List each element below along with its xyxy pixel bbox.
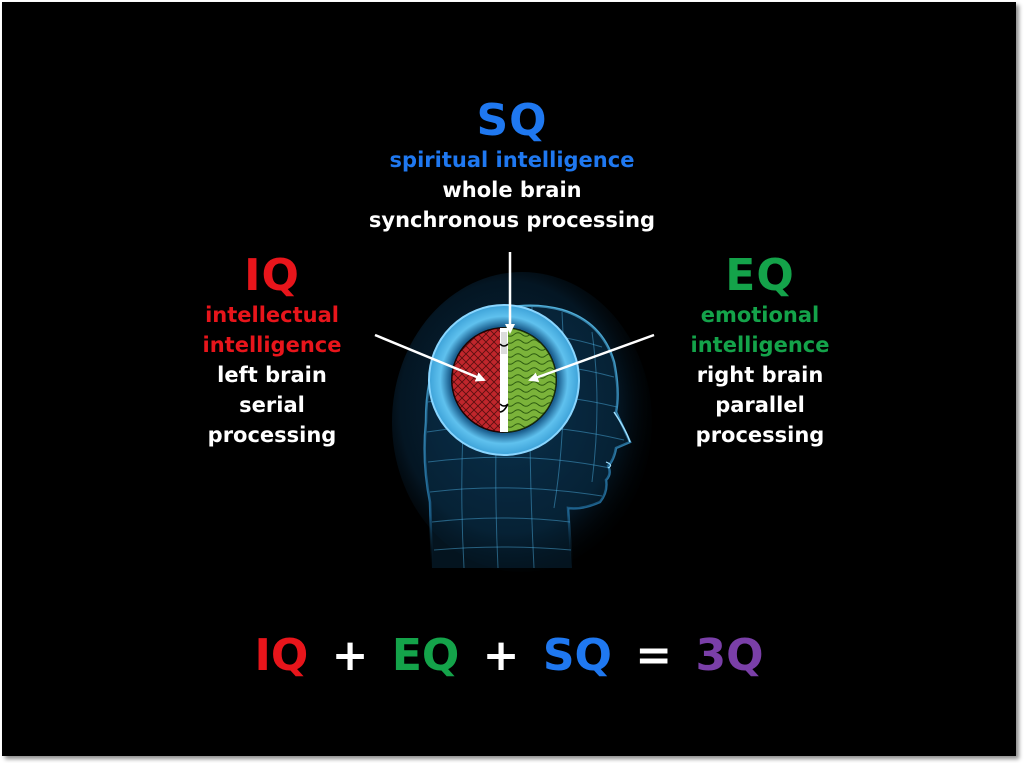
iq-subtitle2: intelligence: [202, 333, 342, 357]
eq-line1: right brain: [696, 363, 824, 387]
eq-subtitle1: emotional: [700, 303, 820, 327]
iq-line3: processing: [207, 423, 337, 447]
eq-line3: processing: [695, 423, 825, 447]
sq-title: SQ: [476, 95, 548, 146]
equation-eq: EQ: [391, 630, 460, 681]
eq-title: EQ: [725, 250, 795, 301]
eq-label-group: EQ emotional intelligence right brain pa…: [630, 252, 890, 450]
equation-plus-2: +: [482, 630, 520, 681]
eq-subtitle2: intelligence: [690, 333, 830, 357]
sq-label-group: SQ spiritual intelligence whole brain sy…: [312, 97, 712, 235]
equation-plus-1: +: [331, 630, 369, 681]
equation-equals: =: [635, 630, 673, 681]
slide: SQ spiritual intelligence whole brain sy…: [2, 2, 1016, 756]
eq-arrow: [528, 333, 655, 382]
equation-3q: 3Q: [695, 630, 764, 681]
eq-line2: parallel: [715, 393, 805, 417]
equation-sq: SQ: [542, 630, 612, 681]
sq-line1: whole brain: [442, 178, 582, 202]
iq-line2: serial: [239, 393, 305, 417]
brain-hemispheres-icon: [428, 304, 580, 456]
head-diagram: [374, 252, 655, 572]
iq-label-group: IQ intellectual intelligence left brain …: [142, 252, 402, 450]
equation-iq: IQ: [254, 630, 309, 681]
sq-line2: synchronous processing: [368, 208, 656, 232]
iq-subtitle1: intellectual: [205, 303, 339, 327]
equation: IQ + EQ + SQ = 3Q: [2, 628, 1016, 684]
iq-line1: left brain: [217, 363, 327, 387]
iq-arrow: [374, 333, 486, 382]
sq-subtitle: spiritual intelligence: [389, 148, 635, 172]
iq-title: IQ: [244, 250, 300, 301]
